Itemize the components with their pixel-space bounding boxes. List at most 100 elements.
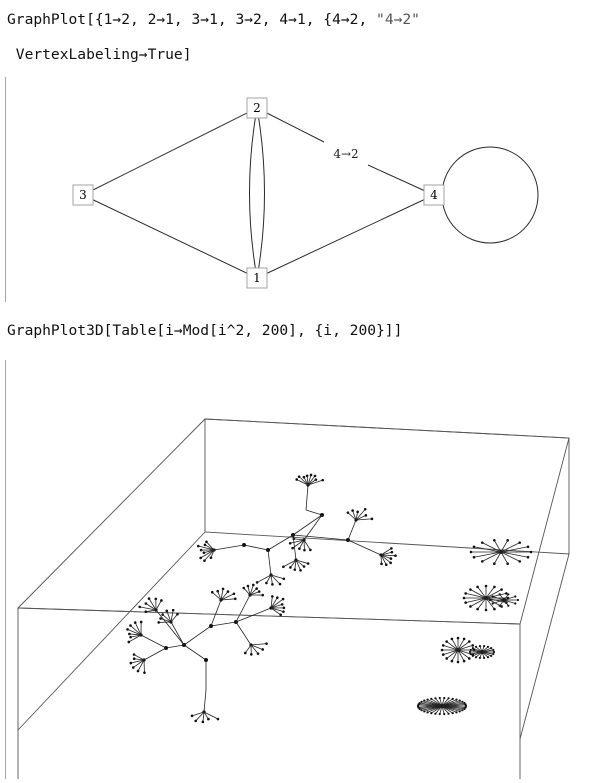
graph-vertex	[420, 709, 422, 711]
graph-vertex	[490, 655, 492, 657]
graph-vertex	[258, 590, 261, 593]
graph-vertex	[481, 541, 484, 544]
graph-edge	[294, 539, 304, 540]
graph-edge	[171, 622, 184, 645]
graph-edge	[283, 560, 296, 567]
graph-vertex	[347, 511, 350, 514]
graphplot3d-input[interactable]: GraphPlot3D[Table[i→Mod[i^2, 200], {i, 2…	[7, 322, 402, 339]
graph-vertex	[298, 547, 301, 550]
graph-vertex	[434, 713, 436, 715]
graph-vertex	[279, 613, 282, 616]
graphplot-input-line-2[interactable]: VertexLabeling→True]	[7, 46, 192, 63]
graph-vertex	[391, 551, 394, 554]
graph-vertex	[165, 610, 168, 613]
graph-vertex	[247, 585, 250, 588]
graph-edge	[204, 690, 206, 712]
graph-vertex	[492, 602, 494, 604]
graph-vertex	[471, 644, 474, 647]
graph-vertex	[172, 609, 175, 612]
graph-vertex	[434, 697, 436, 699]
graph-vertex	[282, 610, 285, 613]
graph-vertex	[463, 597, 466, 600]
graph-edge	[201, 550, 214, 558]
graph-vertex	[442, 653, 445, 656]
graph-vertex	[483, 645, 485, 647]
graph-vertex	[443, 697, 445, 699]
graph-vertex	[257, 652, 260, 655]
graph-vertex	[473, 556, 476, 559]
graph-vertex	[463, 708, 465, 710]
graph-vertex	[423, 710, 425, 712]
graph-vertex	[279, 583, 282, 586]
vertex-3: 3	[73, 185, 93, 205]
graph-vertex	[481, 560, 484, 563]
graph-vertex	[452, 712, 454, 714]
graph-vertex	[476, 586, 479, 589]
graph-vertex	[200, 549, 203, 552]
graph-vertex	[129, 636, 132, 639]
graph-vertex	[514, 602, 516, 604]
graph-vertex	[441, 649, 444, 652]
graph-vertex	[493, 608, 496, 611]
graphplot-input-string: "4→2"	[376, 11, 420, 28]
graph-vertex	[472, 647, 474, 649]
graph-vertex	[507, 605, 509, 607]
graph-vertex	[176, 613, 179, 616]
graph-vertex	[451, 638, 454, 641]
graphplot3d-output	[5, 360, 594, 779]
graph-vertex	[445, 657, 448, 660]
graph-vertex	[217, 718, 220, 721]
graph-vertex	[452, 698, 454, 700]
graph-vertex	[314, 475, 317, 478]
graph-edge	[149, 599, 156, 610]
graph-vertex	[500, 588, 503, 591]
graphplot-output: 3 2 1 4 4→2	[5, 77, 606, 302]
graph-vertex	[472, 655, 474, 657]
graph-edge	[348, 520, 356, 540]
graph-vertex	[256, 581, 259, 584]
graph-vertex	[133, 657, 136, 660]
graph-vertex	[307, 562, 310, 565]
edge-1-2	[250, 108, 258, 278]
graph-vertex	[127, 641, 130, 644]
graph-edge	[184, 645, 206, 660]
graph-edge	[251, 644, 267, 645]
graph-vertex	[154, 598, 157, 601]
graphplot-input-line-1[interactable]: GraphPlot[{1→2, 2→1, 3→1, 3→2, 4→1, {4→2…	[7, 11, 420, 28]
graph-vertex	[493, 651, 495, 653]
graph-vertex	[234, 598, 237, 601]
vertex-1-label: 1	[253, 271, 261, 285]
graph-vertex	[299, 569, 302, 572]
graph-vertex	[514, 595, 516, 597]
graph-vertex	[468, 657, 471, 660]
graph-vertex	[291, 547, 294, 550]
graph-vertex	[419, 702, 421, 704]
graph-edge	[211, 600, 221, 626]
graph-vertex	[207, 718, 210, 721]
graph-vertex	[282, 565, 285, 568]
edge-label-4-2: 4→2	[333, 147, 358, 161]
graph-vertex	[204, 658, 208, 662]
graph-vertex	[439, 697, 441, 699]
graph-vertex	[487, 646, 489, 648]
graph-vertex	[143, 671, 146, 674]
graph-vertex	[137, 670, 140, 673]
graph-vertex	[271, 595, 274, 598]
vertex-4: 4	[424, 185, 444, 205]
graph-edge	[306, 485, 308, 510]
graph-3d-plot	[6, 360, 594, 779]
graph-vertex	[476, 608, 479, 611]
graph-vertex	[233, 592, 236, 595]
graph-edge	[211, 622, 236, 626]
graph-vertex	[493, 539, 496, 542]
graph-vertex	[380, 563, 383, 566]
graph-vertex	[210, 556, 213, 559]
graph-vertex	[204, 544, 207, 547]
graph-vertex	[455, 711, 457, 713]
graph-vertex	[390, 557, 393, 560]
graph-vertex	[227, 590, 230, 593]
graph-vertex	[457, 637, 460, 640]
graph-vertex	[493, 586, 496, 589]
graph-vertex	[265, 642, 268, 645]
graph-vertex	[468, 640, 471, 643]
